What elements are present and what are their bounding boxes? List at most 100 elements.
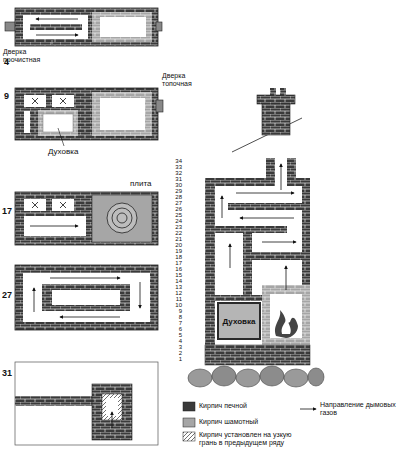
row-number: 28 (164, 194, 182, 201)
legend-text: Кирпич печной (199, 402, 247, 409)
row-number: 30 (164, 182, 182, 189)
row-number: 2 (164, 350, 182, 357)
label-text: 13 (175, 284, 182, 290)
legend-arrow-sample (300, 409, 316, 410)
plan-row-27 (15, 265, 158, 330)
chimney-top (232, 88, 302, 152)
label-text: 33 (175, 164, 182, 170)
row-number: 23 (164, 224, 182, 231)
row-number: 18 (164, 254, 182, 261)
legend-entry: Кирпич печной (199, 402, 294, 410)
row-number: 16 (164, 266, 182, 273)
row-number: 19 (164, 248, 182, 255)
label-text: 24 (175, 218, 182, 224)
legend-entry: Кирпич установлен на узкую грань в преды… (199, 431, 299, 446)
legend-text: Кирпич установлен на узкую грань в преды… (199, 431, 292, 446)
row-number: 27 (164, 200, 182, 207)
row-number: 29 (164, 188, 182, 195)
label-text: 7 (179, 320, 182, 326)
label-text: 2 (179, 350, 182, 356)
legend-swatch (183, 418, 195, 427)
legend-swatch (183, 402, 195, 411)
label-text: 17 (175, 260, 182, 266)
label-text: 12 (175, 290, 182, 296)
row-number: 11 (164, 296, 182, 303)
stove-section (188, 158, 324, 387)
row-plan-number: 27 (2, 291, 16, 301)
label-text: 26 (175, 206, 182, 212)
node-text: Духовка (223, 317, 256, 326)
label-text: 10 (175, 302, 182, 308)
label-text: 22 (175, 230, 182, 236)
row-number: 10 (164, 302, 182, 309)
label-text: 4 (4, 57, 9, 67)
row-plan-number: 9 (4, 92, 18, 102)
legend-hatch-sample (183, 432, 195, 441)
label-text: 14 (175, 278, 182, 284)
label-text: 28 (175, 194, 182, 200)
plan-row-4 (5, 8, 162, 46)
cooktop-label: плита (130, 180, 170, 189)
row-number: 7 (164, 320, 182, 327)
label-text: 32 (175, 170, 182, 176)
label-text: 16 (175, 266, 182, 272)
row-number: 5 (164, 332, 182, 339)
row-number: 1 (164, 356, 182, 363)
label-text: 9 (4, 91, 9, 101)
row-number: 22 (164, 230, 182, 237)
row-number: 24 (164, 218, 182, 225)
row-number: 33 (164, 164, 182, 171)
label-text: Духовка (48, 147, 78, 156)
row-number: 21 (164, 236, 182, 243)
legend-entry: Направление дымовых газов (320, 401, 404, 416)
door-label: Дверка прочистная (3, 48, 49, 63)
label-text: 30 (175, 182, 182, 188)
plan-row-9 (15, 88, 163, 146)
label-text: 29 (175, 188, 182, 194)
row-number: 34 (164, 158, 182, 165)
label-text: 6 (179, 326, 182, 332)
plan-row-17 (15, 192, 158, 245)
label-text: Дверка топочная (162, 72, 192, 87)
row-number: 14 (164, 278, 182, 285)
label-text: 15 (175, 272, 182, 278)
row-number: 8 (164, 314, 182, 321)
row-number: 12 (164, 290, 182, 297)
label-text: 34 (175, 158, 182, 164)
row-number: 15 (164, 272, 182, 279)
label-text: 21 (175, 236, 182, 242)
row-number: 13 (164, 284, 182, 291)
oven-box: Духовка (217, 302, 261, 340)
row-number: 20 (164, 242, 182, 249)
row-number: 9 (164, 308, 182, 315)
label-text: 20 (175, 242, 182, 248)
legend-text: Направление дымовых газов (320, 401, 396, 416)
row-plan-number: 4 (4, 58, 18, 68)
row-number: 3 (164, 344, 182, 351)
label-text: 9 (179, 308, 182, 314)
row-number: 4 (164, 338, 182, 345)
legend-text: Кирпич шамотный (199, 418, 258, 425)
row-number: 32 (164, 170, 182, 177)
plan-row-31 (15, 362, 158, 445)
label-text: 1 (179, 356, 182, 362)
label-text: 31 (175, 176, 182, 182)
row-number: 17 (164, 260, 182, 267)
label-text: 3 (179, 344, 182, 350)
oven-label: Духовка (48, 148, 98, 157)
door-label: Дверка топочная (162, 72, 206, 87)
label-text: 31 (2, 368, 12, 378)
row-plan-number: 31 (2, 369, 16, 379)
label-text: 19 (175, 248, 182, 254)
row-number: 26 (164, 206, 182, 213)
label-text: 25 (175, 212, 182, 218)
label-text: 23 (175, 224, 182, 230)
label-text: 11 (176, 296, 182, 302)
label-text: 8 (179, 314, 182, 320)
legend-entry: Кирпич шамотный (199, 418, 294, 426)
label-text: плита (130, 179, 152, 188)
label-text: 4 (179, 338, 182, 344)
row-plan-number: 17 (2, 207, 16, 217)
row-number: 31 (164, 176, 182, 183)
